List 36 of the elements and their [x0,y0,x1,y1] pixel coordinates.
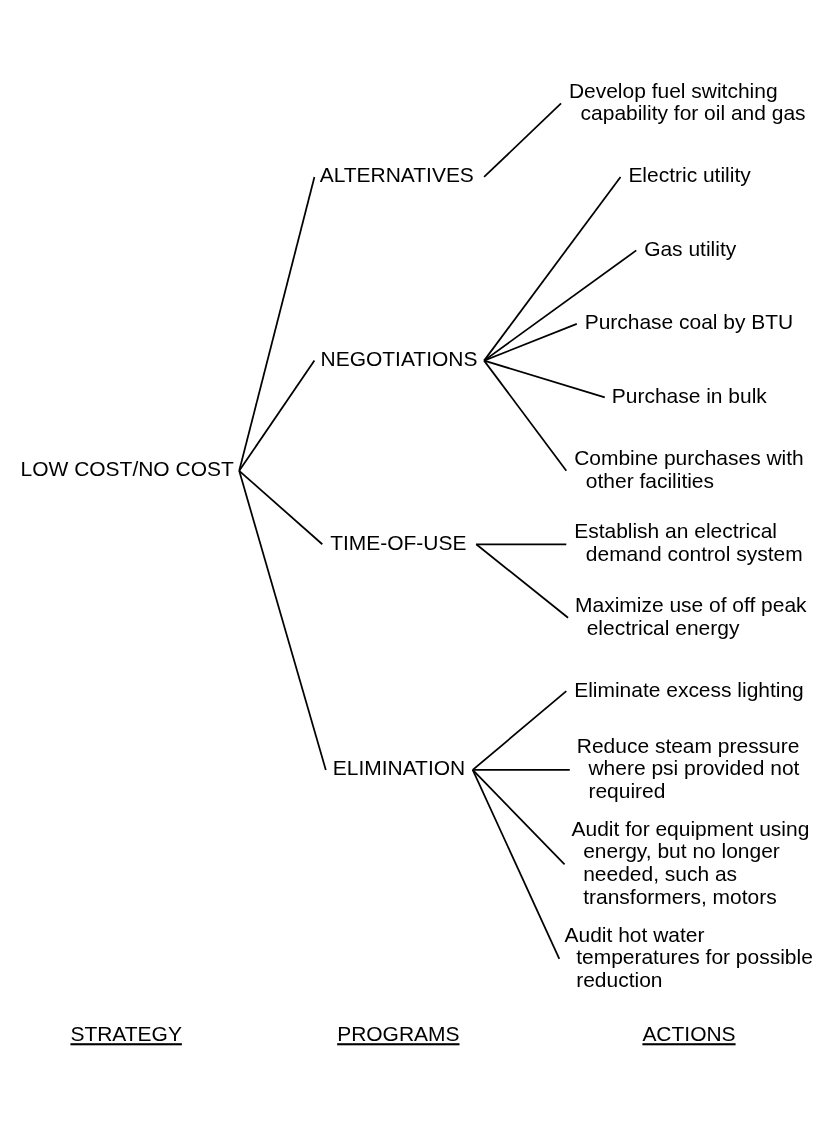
label: ACTIONS [642,1022,736,1046]
connector [475,543,569,619]
connector [483,323,578,362]
connector [483,176,622,362]
connector [483,249,638,362]
node-text: ELIMINATION [332,756,466,780]
node-text: Develop fuel switching capability for oil and gas [568,78,806,125]
node-text: LOW COST/NO COST [20,457,234,481]
node-text: ALTERNATIVES [319,163,474,187]
node-text: Reduce steam pressure where psi provided not required [576,733,800,803]
node-text: Electric utility [628,163,751,187]
node-text: Gas utility [644,236,737,260]
connector [238,469,324,546]
label: STRATEGY [70,1022,182,1046]
connector [238,176,316,472]
node-text: Audit hot water temperatures for possible reduction [564,922,813,991]
node-text: Purchase coal by BTU [584,310,794,334]
connector [483,359,606,399]
node-text: Purchase in bulk [611,383,767,407]
node-text: TIME-OF-USE [330,530,467,554]
node-text: Combine purchases with other facilities [574,445,804,492]
connector [471,769,571,771]
connector [238,359,316,472]
node-text: Audit for equipment using energy, but no longer needed, such as transformers, motors [571,816,810,908]
connector [471,769,561,960]
connector [471,769,566,866]
connector [471,690,568,771]
node-text: Eliminate excess lighting [574,677,804,701]
connector [483,102,562,178]
node-text: Establish an electrical demand control system [574,519,803,566]
label: PROGRAMS [337,1022,460,1046]
connector [238,469,327,771]
node-text: NEGOTIATIONS [320,347,478,371]
connector [483,359,568,472]
node-text: Maximize use of off peak electrical energy [575,592,807,639]
connector [475,543,568,546]
